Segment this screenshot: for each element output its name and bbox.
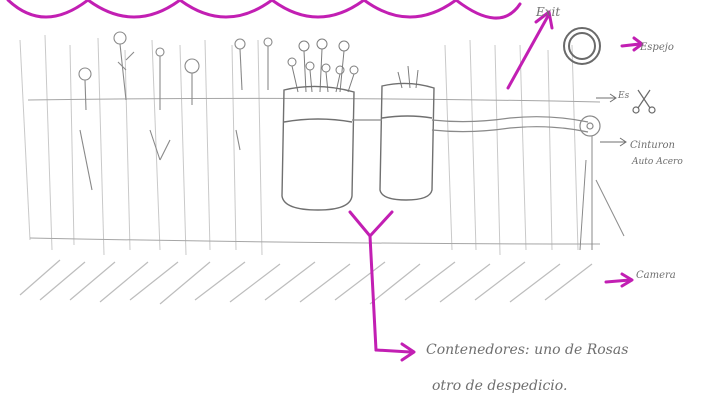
container-waste [380,83,434,200]
container-roses [282,86,354,210]
hatched-wall-background [20,35,578,255]
cinturon-label-line1: Cinturon [630,140,675,151]
top-scallop-border [8,0,520,18]
roses-left [79,32,272,190]
mirror-icon [564,28,600,64]
scissors-icon [633,90,655,113]
belt-stand [580,136,624,250]
containers-label-line1: Contenedores: uno de Rosas [426,343,628,358]
magenta-annotations [8,0,642,360]
exit-label: Exit [536,6,560,19]
container-y-connector [350,212,392,236]
container-arrow-line [376,350,410,352]
es-label: Es [618,92,629,102]
cinturon-label-line2: Auto Acero [632,158,683,168]
espejo-label: Espejo [640,42,674,53]
exit-arrow-line [508,16,548,88]
containers-label-line2: otro de despedicio. [432,379,567,394]
horizontal-guides [28,98,600,244]
camera-label: Camera [636,270,676,281]
ground-shading [20,260,592,304]
container-stem [370,236,376,350]
conveyor-belt [352,116,600,136]
